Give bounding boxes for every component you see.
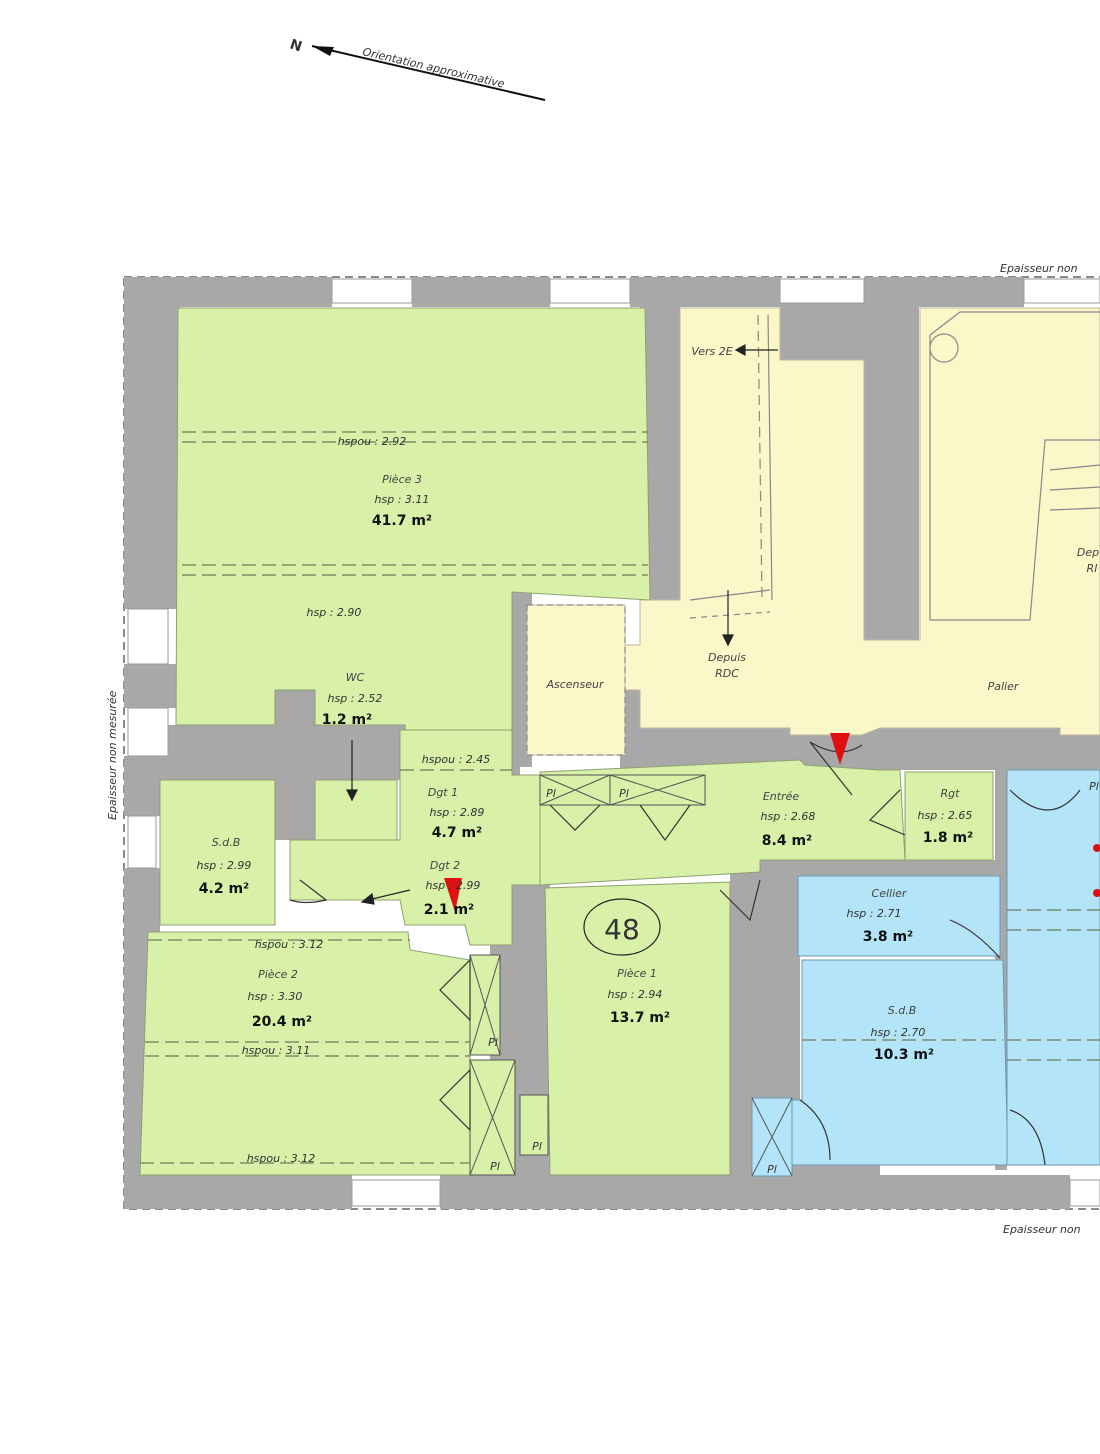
wall-note-left: Epaisseur non mesurée	[106, 690, 119, 820]
rgt-hsp: hsp : 2.65	[918, 809, 973, 822]
depuis-rdc-line1: Depuis	[708, 651, 746, 664]
depuis-rdc-right-line1: Dep	[1077, 546, 1099, 559]
sdb1-area: 4.2 m²	[199, 881, 249, 897]
piece3-hspou: hspou : 2.92	[338, 435, 407, 448]
placard-label: Pl	[767, 1163, 777, 1176]
sdb2-name: S.d.B	[888, 1004, 917, 1017]
sdb2-hsp: hsp : 2.70	[871, 1026, 926, 1039]
common-areas	[526, 307, 1100, 756]
entry-markers	[444, 733, 850, 912]
piece2-hspou-top: hspou : 3.12	[255, 938, 324, 951]
vers-2e-label: Vers 2E	[691, 345, 732, 358]
piece2-hspou-mid: hspou : 3.11	[242, 1044, 311, 1057]
wet-rooms	[751, 769, 1100, 1177]
placard-label: Pl	[546, 787, 556, 800]
sdb2-area: 10.3 m²	[874, 1047, 934, 1063]
wall-note-bottom: Epaisseur non	[1003, 1223, 1081, 1236]
rgt-area: 1.8 m²	[923, 830, 973, 846]
piece2-name: Pièce 2	[258, 968, 298, 981]
palier-label: Palier	[988, 680, 1020, 693]
entree-hsp: hsp : 2.68	[761, 810, 816, 823]
placards	[469, 774, 706, 1176]
lift-shaft-outline	[526, 604, 626, 756]
placard-label: Pl	[1089, 780, 1099, 793]
wc-hsp: hsp : 2.52	[328, 692, 383, 705]
sdb1-name: S.d.B	[212, 836, 241, 849]
rgt-name: Rgt	[941, 787, 961, 800]
lot-number: 48	[604, 913, 640, 946]
lot-number-circle	[583, 898, 661, 956]
cellier-area: 3.8 m²	[863, 929, 913, 945]
piece1-name: Pièce 1	[617, 967, 657, 980]
piece3-hsp: hsp : 3.11	[375, 493, 430, 506]
piece2-area: 20.4 m²	[252, 1014, 312, 1030]
entrance-marker-dgt2	[444, 878, 462, 912]
dgt1-area: 4.7 m²	[432, 825, 482, 841]
walls	[124, 277, 1100, 1209]
cellier-hsp: hsp : 2.71	[847, 907, 902, 920]
north-arrow: N Orientation approximative	[288, 37, 546, 101]
dgt2-hsp: hsp : 2.99	[426, 879, 481, 892]
entree-name: Entrée	[763, 790, 800, 803]
dgt1-hsp: hsp : 2.89	[430, 806, 485, 819]
piece1-area: 13.7 m²	[610, 1010, 670, 1026]
piece3-name: Pièce 3	[382, 473, 422, 486]
entree-area: 8.4 m²	[762, 833, 812, 849]
placard-label: Pl	[532, 1140, 542, 1153]
orientation-label: Orientation approximative	[361, 45, 506, 90]
hspou-lines	[140, 431, 648, 1164]
dgt1-hspou: hspou : 2.45	[422, 753, 491, 766]
dgt2-name: Dgt 2	[430, 859, 460, 872]
room-labels: hspou : 2.92 Pièce 3 hsp : 3.11 41.7 m² …	[197, 345, 1100, 1176]
placard-label: Pl	[488, 1036, 498, 1049]
doors	[289, 741, 1081, 1166]
placard-label: Pl	[490, 1160, 500, 1173]
wc-area: 1.2 m²	[322, 712, 372, 728]
ascenseur-label: Ascenseur	[545, 678, 605, 691]
dgt2-area: 2.1 m²	[424, 902, 474, 918]
flow-arrows	[346, 343, 778, 905]
piece2-hsp: hsp : 3.30	[248, 990, 303, 1003]
windows	[127, 278, 1100, 1207]
staircase	[689, 311, 1100, 621]
placard-label: Pl	[619, 787, 629, 800]
piece3-area: 41.7 m²	[372, 513, 432, 529]
depuis-rdc-right-line2: RI	[1087, 562, 1098, 575]
north-letter: N	[288, 37, 304, 56]
piece2-hspou-bottom: hspou : 3.12	[247, 1152, 316, 1165]
wall-note-top: Epaisseur non	[1000, 262, 1078, 275]
wc-name: WC	[346, 671, 365, 684]
sdb1-hsp: hsp : 2.99	[197, 859, 252, 872]
wet-room-dashes	[802, 909, 1100, 1061]
dgt1-name: Dgt 1	[428, 786, 458, 799]
depuis-rdc-line2: RDC	[715, 667, 739, 680]
cellier-name: Cellier	[872, 887, 908, 900]
piece3-hsp-low: hsp : 2.90	[307, 606, 362, 619]
red-markers-right	[1093, 844, 1100, 897]
piece1-hsp: hsp : 2.94	[608, 988, 663, 1001]
plan-boundary	[123, 276, 1100, 1210]
entrance-marker-main	[830, 733, 850, 765]
